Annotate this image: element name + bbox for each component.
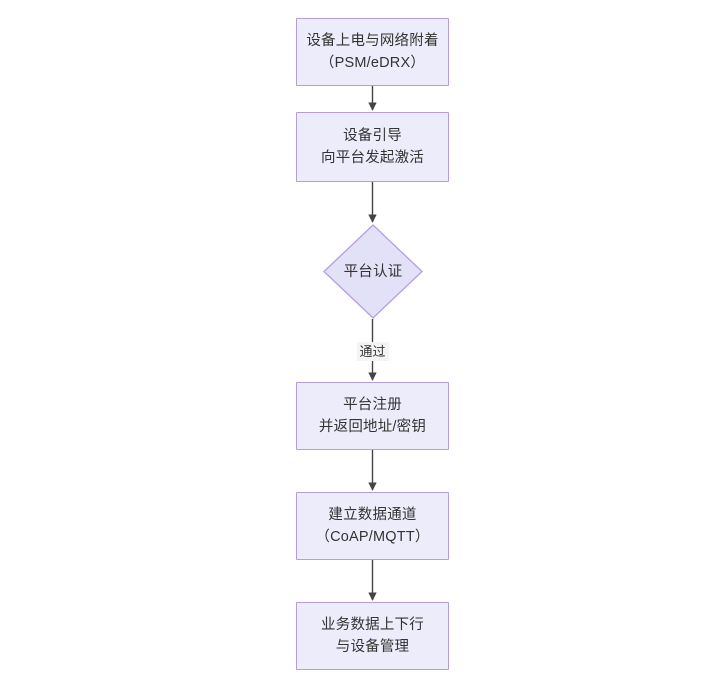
node-business-data-and-device-management[interactable]: 业务数据上下行 与设备管理 bbox=[296, 602, 449, 670]
node-label-line: 向平台发起激活 bbox=[321, 150, 424, 166]
node-platform-authentication[interactable]: 平台认证 bbox=[323, 224, 423, 319]
node-label-line: 与设备管理 bbox=[335, 639, 410, 655]
edge-label-pass: 通过 bbox=[356, 342, 389, 361]
node-label-line: （CoAP/MQTT） bbox=[315, 529, 430, 545]
node-label-line: 建立数据通道 bbox=[328, 507, 417, 523]
node-device-power-on[interactable]: 设备上电与网络附着 （PSM/eDRX） bbox=[296, 18, 449, 86]
diamond-shape bbox=[323, 224, 423, 319]
node-label-line: 设备引导 bbox=[343, 128, 402, 144]
node-label-line: 并返回地址/密钥 bbox=[318, 419, 427, 435]
node-platform-registration[interactable]: 平台注册 并返回地址/密钥 bbox=[296, 382, 449, 450]
node-label-line: 平台认证 bbox=[343, 263, 403, 280]
node-label-line: 业务数据上下行 bbox=[321, 617, 424, 633]
node-establish-data-channel[interactable]: 建立数据通道 （CoAP/MQTT） bbox=[296, 492, 449, 560]
node-device-bootstrap[interactable]: 设备引导 向平台发起激活 bbox=[296, 112, 449, 182]
node-label-line: （PSM/eDRX） bbox=[319, 55, 426, 71]
node-label-line: 平台注册 bbox=[343, 397, 402, 413]
node-label-line: 设备上电与网络附着 bbox=[306, 33, 439, 49]
